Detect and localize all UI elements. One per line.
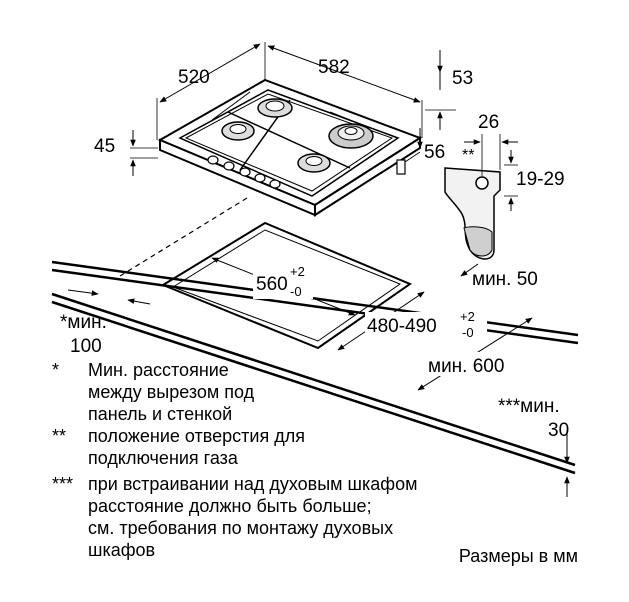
dim-min-30-label: ***мин. [498, 396, 560, 417]
note-3-marker: *** [52, 474, 73, 494]
dim-min-600-label: мин. 600 [428, 356, 504, 377]
gas-hob [157, 78, 423, 217]
note-3-line-4: шкафов [88, 540, 155, 560]
burner-rear-left [257, 98, 293, 118]
dim-min-100-value: 100 [70, 336, 102, 357]
footnotes: * Мин. расстояние между вырезом под пане… [52, 360, 417, 560]
gas-connection-detail: 26 ** 19-29 [444, 112, 565, 260]
note-3-line-1: при встраивании над духовым шкафом [88, 474, 417, 494]
dim-min-30-value: 30 [548, 420, 569, 441]
note-1-line-2: между вырезом под [88, 382, 255, 402]
burner-rear-right [328, 123, 374, 149]
dim-480-minus: -0 [462, 325, 474, 340]
note-1-line-1: Мин. расстояние [88, 360, 229, 380]
dim-560-minus: -0 [290, 284, 302, 299]
dim-min-600: мин. 600 [417, 317, 533, 391]
dim-min-30: ***мин. 30 [498, 396, 570, 497]
dim-520-label: 520 [178, 67, 210, 88]
dim-560-label: 560 [256, 274, 288, 295]
dim-53: 53 [425, 50, 473, 130]
note-1-line-3: панель и стенкой [88, 404, 232, 424]
dim-min-50: мин. 50 [460, 263, 538, 290]
burner-front-left [221, 121, 255, 141]
dim-560: 560 +2 -0 [211, 257, 356, 316]
dim-min-100: *мин. 100 [60, 289, 151, 357]
dim-56: 56 [404, 128, 445, 163]
gas-connector [396, 159, 406, 175]
projection-line [119, 197, 248, 277]
gas-marker-label: ** [462, 147, 474, 164]
cutout-opening [160, 221, 413, 350]
dim-19-29-label: 19-29 [516, 169, 565, 190]
dim-45-label: 45 [94, 136, 115, 157]
note-3-line-2: расстояние должно быть больше; [88, 496, 372, 516]
control-knobs [207, 155, 281, 189]
dim-582: 582 [267, 45, 423, 138]
dim-min-50-label: мин. 50 [472, 269, 538, 290]
note-2-marker: ** [52, 426, 66, 446]
dim-480-490: 480-490 +2 -0 [337, 291, 487, 351]
note-2-line-1: положение отверстия для [88, 426, 305, 446]
dim-56-label: 56 [424, 142, 445, 163]
dim-min-100-label: *мин. [60, 312, 107, 333]
gas-inlet-hole [475, 176, 489, 190]
note-1-marker: * [52, 360, 59, 380]
dim-26-label: 26 [478, 112, 499, 133]
dim-560-plus: +2 [290, 264, 305, 279]
burner-front-right [297, 153, 331, 173]
units-label: Размеры в мм [459, 546, 578, 566]
dim-45: 45 [94, 130, 158, 176]
dim-480-label: 480-490 [367, 316, 437, 337]
dim-53-label: 53 [452, 68, 473, 89]
note-3-line-3: см. требования по монтажу духовых [88, 518, 393, 538]
note-2-line-2: подключения газа [88, 448, 239, 468]
dim-520: 520 [156, 42, 266, 140]
dim-480-plus: +2 [460, 309, 475, 324]
dim-582-label: 582 [318, 57, 350, 78]
